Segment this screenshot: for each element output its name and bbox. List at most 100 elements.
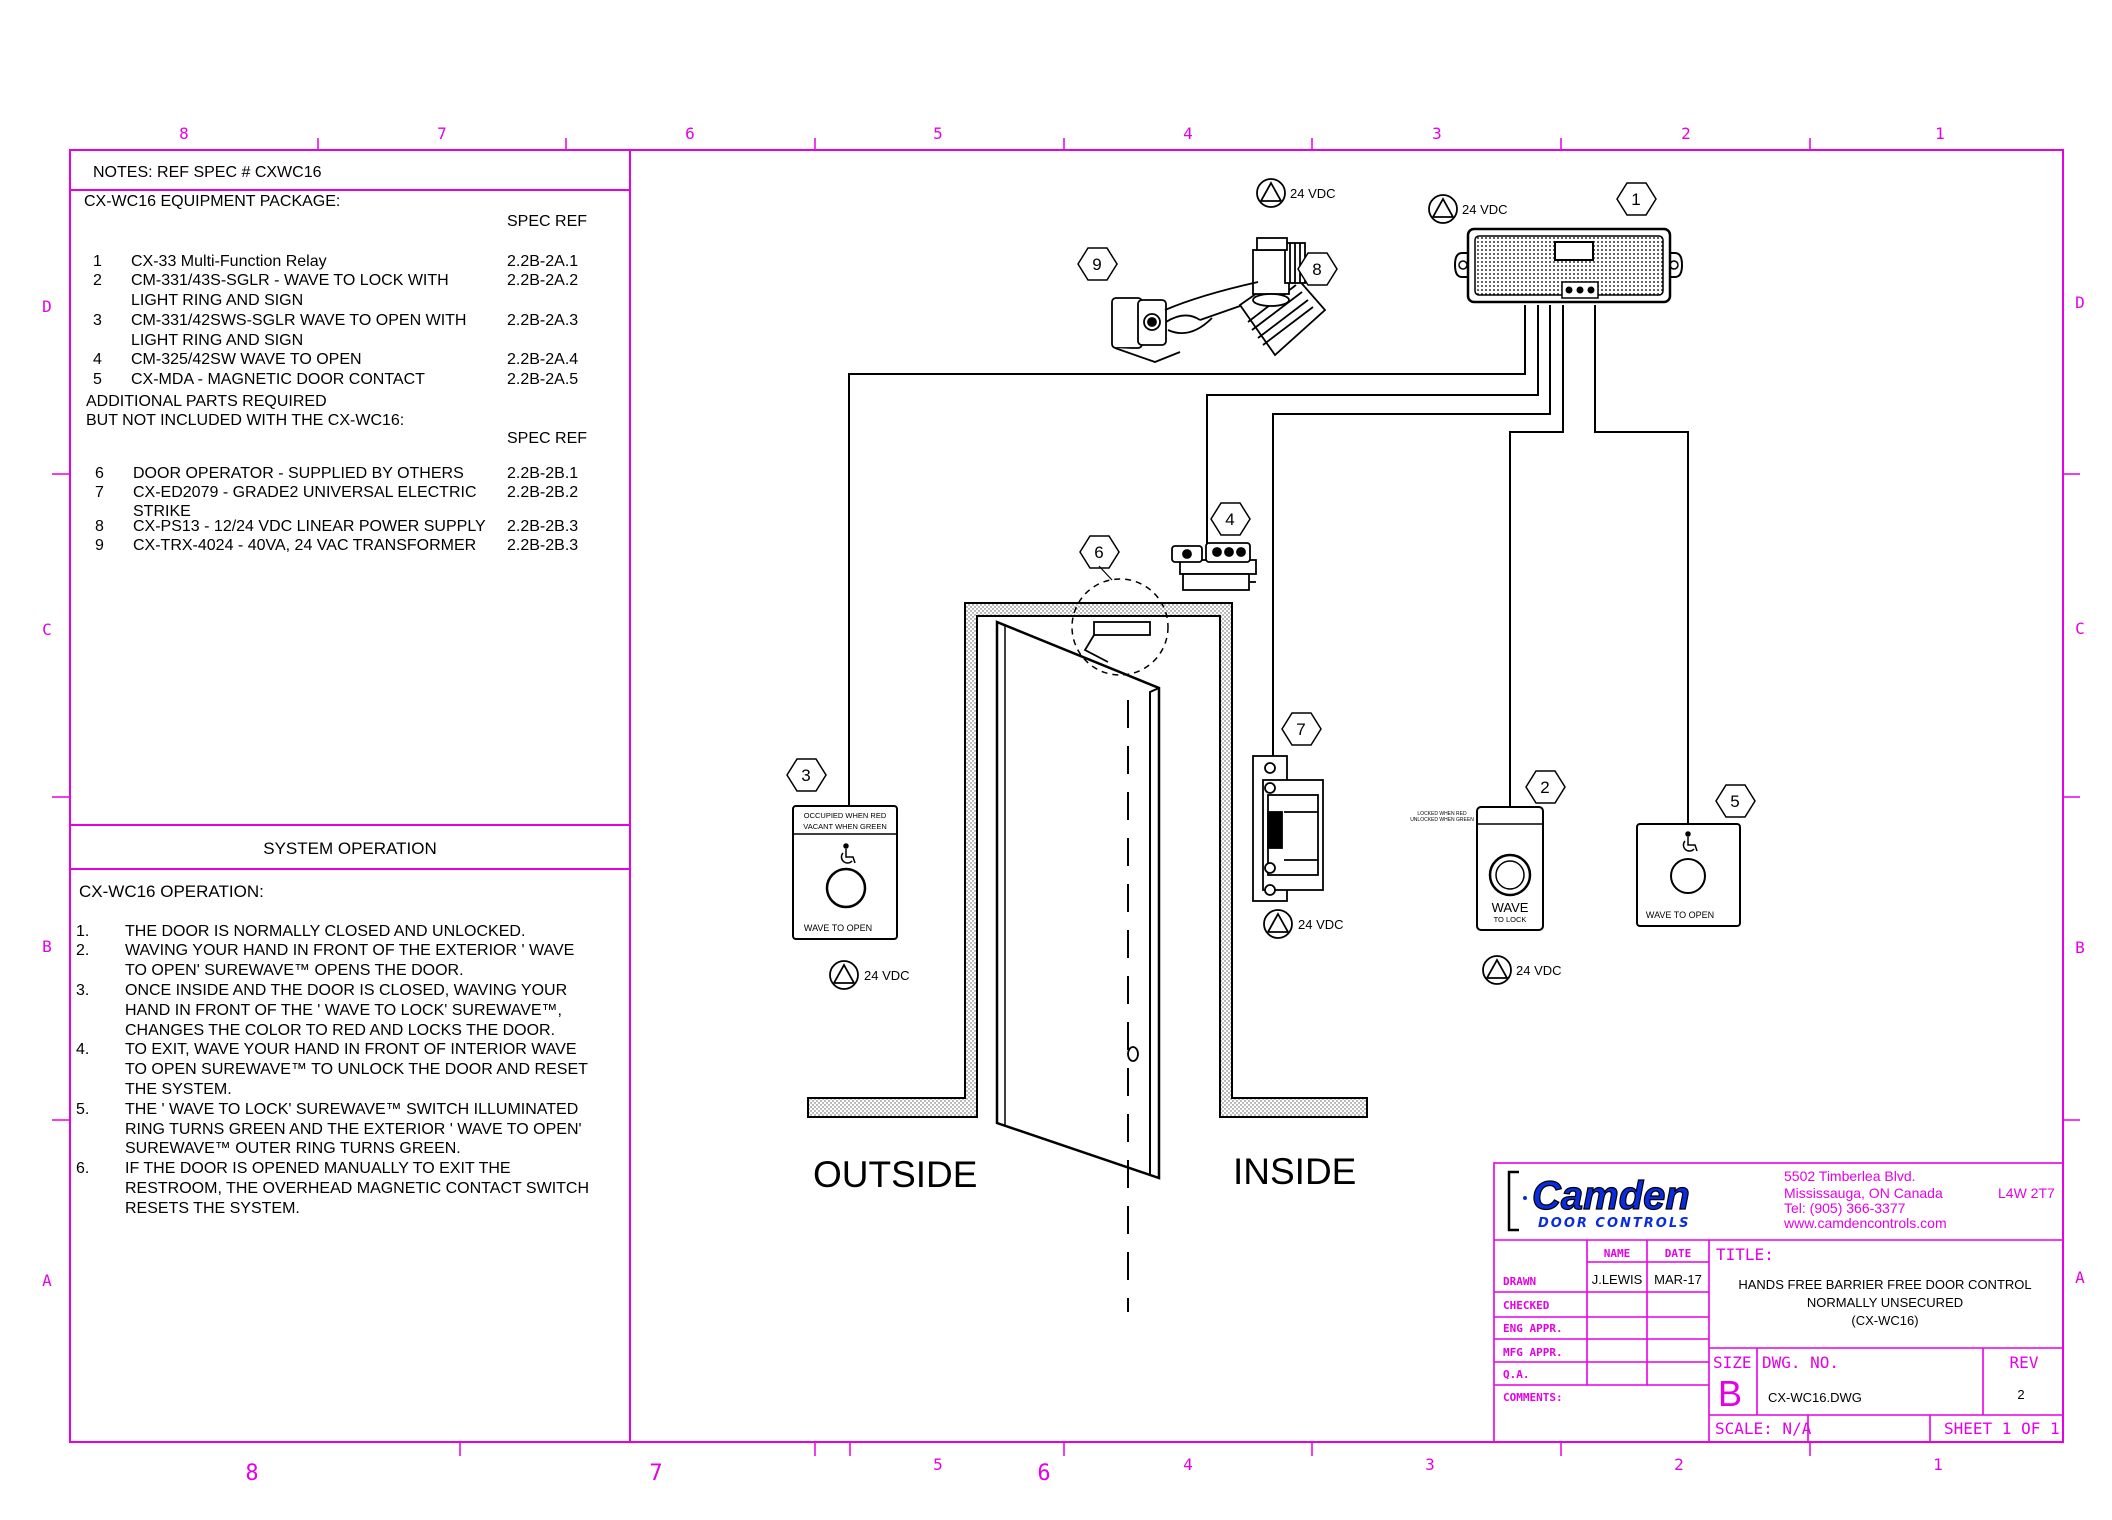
power-symbol-icon [1256,178,1286,208]
item-description: CX-MDA - MAGNETIC DOOR CONTACT [131,371,425,388]
company-address: 5502 Timberlea Blvd. Mississauga, ON Can… [1783,1168,2055,1231]
callout-balloon [786,758,827,792]
step-text: THE DOOR IS NORMALLY CLOSED AND UNLOCKED… [125,923,525,940]
dwg-value: CX-WC16.DWG [1768,1390,1862,1405]
item-spec-ref: 2.2B-2A.4 [507,351,578,368]
item-number: 6 [95,465,104,482]
step-text: IF THE DOOR IS OPENED MANUALLY TO EXIT T… [125,1160,511,1177]
callout-number: 8 [1312,260,1321,279]
step-text: TO OPEN' SUREWAVE™ OPENS THE DOOR. [125,962,464,979]
step-number: 4. [76,1041,89,1058]
item-description: DOOR OPERATOR - SUPPLIED BY OTHERS [133,465,464,482]
step-number: 5. [76,1101,89,1118]
item-description: CM-325/42SW WAVE TO OPEN [131,351,362,368]
additional-heading: BUT NOT INCLUDED WITH THE CX-WC16: [86,412,404,429]
power-supply [1238,237,1327,357]
callout-number: 4 [1225,510,1234,529]
dwg-label: DWG. NO. [1762,1353,1839,1372]
right-row-labels: D C B A [2075,293,2085,1287]
size-label: SIZE [1713,1353,1752,1372]
item-spec-ref: 2.2B-2A.5 [507,371,578,388]
electric-strike [1252,755,1324,902]
operation-header: SYSTEM OPERATION [263,839,437,858]
operation-subheading: CX-WC16 OPERATION: [79,882,264,901]
door-opening [807,578,1368,1312]
company-sub: DOOR CONTROLS [1538,1216,1690,1231]
company-name: Camden [1532,1174,1690,1218]
callout-leaders [1098,565,1113,581]
item-description: CM-331/42SWS-SGLR WAVE TO OPEN WITH [131,312,466,329]
power-symbol-icon [829,960,859,990]
zone-label: 3 [1425,1455,1435,1474]
voltage-label: 24 VDC [864,968,910,983]
item-description: CX-ED2079 - GRADE2 UNIVERSAL ELECTRIC [133,484,477,501]
spec-ref-label: SPEC REF [507,430,587,447]
item-number: 8 [95,518,104,535]
callout-number: 7 [1296,720,1305,739]
callout-balloon [1210,502,1251,536]
row-label: D [42,297,52,316]
zone-label: 6 [1037,1461,1050,1486]
item-description: STRIKE [133,503,191,520]
item-number: 7 [95,484,104,501]
item-spec-ref: 2.2B-2B.3 [507,537,578,554]
wiring [848,305,1689,825]
step-text: RESETS THE SYSTEM. [125,1200,300,1217]
spec-ref-label: SPEC REF [507,213,587,230]
operation-panel: SYSTEM OPERATION CX-WC16 OPERATION: 1. T… [76,839,589,1217]
scale-value: SCALE: N/A [1715,1419,1812,1438]
row-label: B [42,937,52,956]
zone-label: 1 [1933,1455,1943,1474]
title-line: HANDS FREE BARRIER FREE DOOR CONTROL [1738,1277,2031,1292]
inside-label: INSIDE [1233,1151,1356,1192]
zone-label: 7 [437,124,447,143]
wave-to-open-interior: WAVE TO OPEN [1636,823,1741,927]
zone-label: 4 [1183,124,1193,143]
item-spec-ref: 2.2B-2A.2 [507,272,578,289]
sheet-number: SHEET 1 OF 1 [1944,1419,2060,1438]
relay-module [1453,227,1684,304]
drawn-date: MAR-17 [1654,1272,1702,1287]
step-text: THE SYSTEM. [125,1081,232,1098]
title-line: NORMALLY UNSECURED [1807,1295,1963,1310]
zone-label: 6 [685,124,695,143]
callout-balloon [1281,712,1322,746]
title-block [1493,1162,2064,1443]
item-number: 3 [93,312,102,329]
wave-to-lock-switch: LOCKED WHEN RED UNLOCKED WHEN GREEN WAVE… [1410,806,1544,931]
row-label: A [42,1271,52,1290]
rev-value: 2 [2017,1387,2024,1402]
item-number: 5 [93,371,102,388]
row-label: D [2075,293,2085,312]
callout-number: 2 [1540,778,1549,797]
postal-code: L4W 2T7 [1998,1185,2055,1201]
zone-label: 5 [933,124,943,143]
device-caption: TO LOCK [1494,915,1527,924]
voltage-label: 24 VDC [1516,963,1562,978]
item-spec-ref: 2.2B-2A.3 [507,312,578,329]
additional-heading: ADDITIONAL PARTS REQUIRED [86,393,327,410]
sign-text: VACANT WHEN GREEN [803,822,886,831]
device-caption: WAVE [1492,900,1529,915]
company-logo: Camden DOOR CONTROLS [1507,1170,1690,1232]
notes-panel: NOTES: REF SPEC # CXWC16 CX-WC16 EQUIPME… [84,164,587,554]
zone-label: 8 [179,124,189,143]
zone-label: 5 [933,1455,943,1474]
address-line: 5502 Timberlea Blvd. [1784,1168,1916,1184]
bottom-zone-labels: 8 7 5 6 4 3 2 1 [245,1455,1942,1486]
zone-label: 3 [1432,124,1442,143]
step-number: 2. [76,942,89,959]
row-label: C [42,620,52,639]
item-spec-ref: 2.2B-2B.3 [507,518,578,535]
zone-label: 1 [1935,124,1945,143]
top-zone-labels: 8 7 6 5 4 3 2 1 [179,124,1945,143]
item-number: 4 [93,351,102,368]
item-description: CX-33 Multi-Function Relay [131,253,327,270]
wave-to-open-exterior: OCCUPIED WHEN RED VACANT WHEN GREEN WAVE… [792,805,898,940]
power-symbol-icon [1263,909,1293,939]
border-frame [69,149,2064,1443]
voltage-label: 24 VDC [1298,917,1344,932]
item-spec-ref: 2.2B-2B.2 [507,484,578,501]
step-number: 6. [76,1160,89,1177]
